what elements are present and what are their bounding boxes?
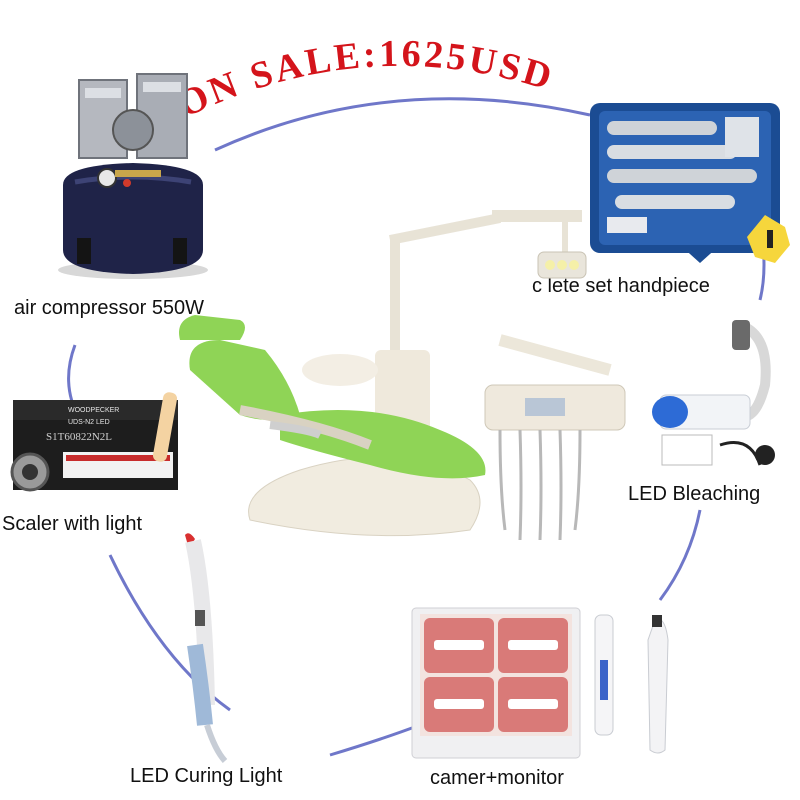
label-led-bleaching: LED Bleaching <box>628 483 761 505</box>
scaler-image: WOODPECKER UDS-N2 LED S1T60822N2L <box>10 392 178 492</box>
promo-text: ON SALE:1625USD <box>171 33 556 126</box>
dental-chair-image <box>179 210 626 541</box>
label-handpiece-set: c lete set handpiece <box>532 275 710 297</box>
handpiece-case-image <box>590 103 790 263</box>
label-curing-light: LED Curing Light <box>130 765 283 787</box>
label-scaler: Scaler with light <box>2 513 143 535</box>
curing-light-image <box>185 533 228 764</box>
scaler-brand: WOODPECKER <box>68 407 119 414</box>
led-bleaching-image <box>652 320 775 466</box>
svg-text:ON SALE:1625USD: ON SALE:1625USD <box>171 33 559 126</box>
air-compressor-image <box>58 73 208 279</box>
scaler-model: UDS-N2 LED <box>68 419 110 426</box>
label-air-compressor: air compressor 550W <box>14 297 205 319</box>
label-camera-monitor: camer+monitor <box>430 767 564 789</box>
scaler-serial: S1T60822N2L <box>46 431 112 443</box>
camera-monitor-image <box>411 607 669 759</box>
